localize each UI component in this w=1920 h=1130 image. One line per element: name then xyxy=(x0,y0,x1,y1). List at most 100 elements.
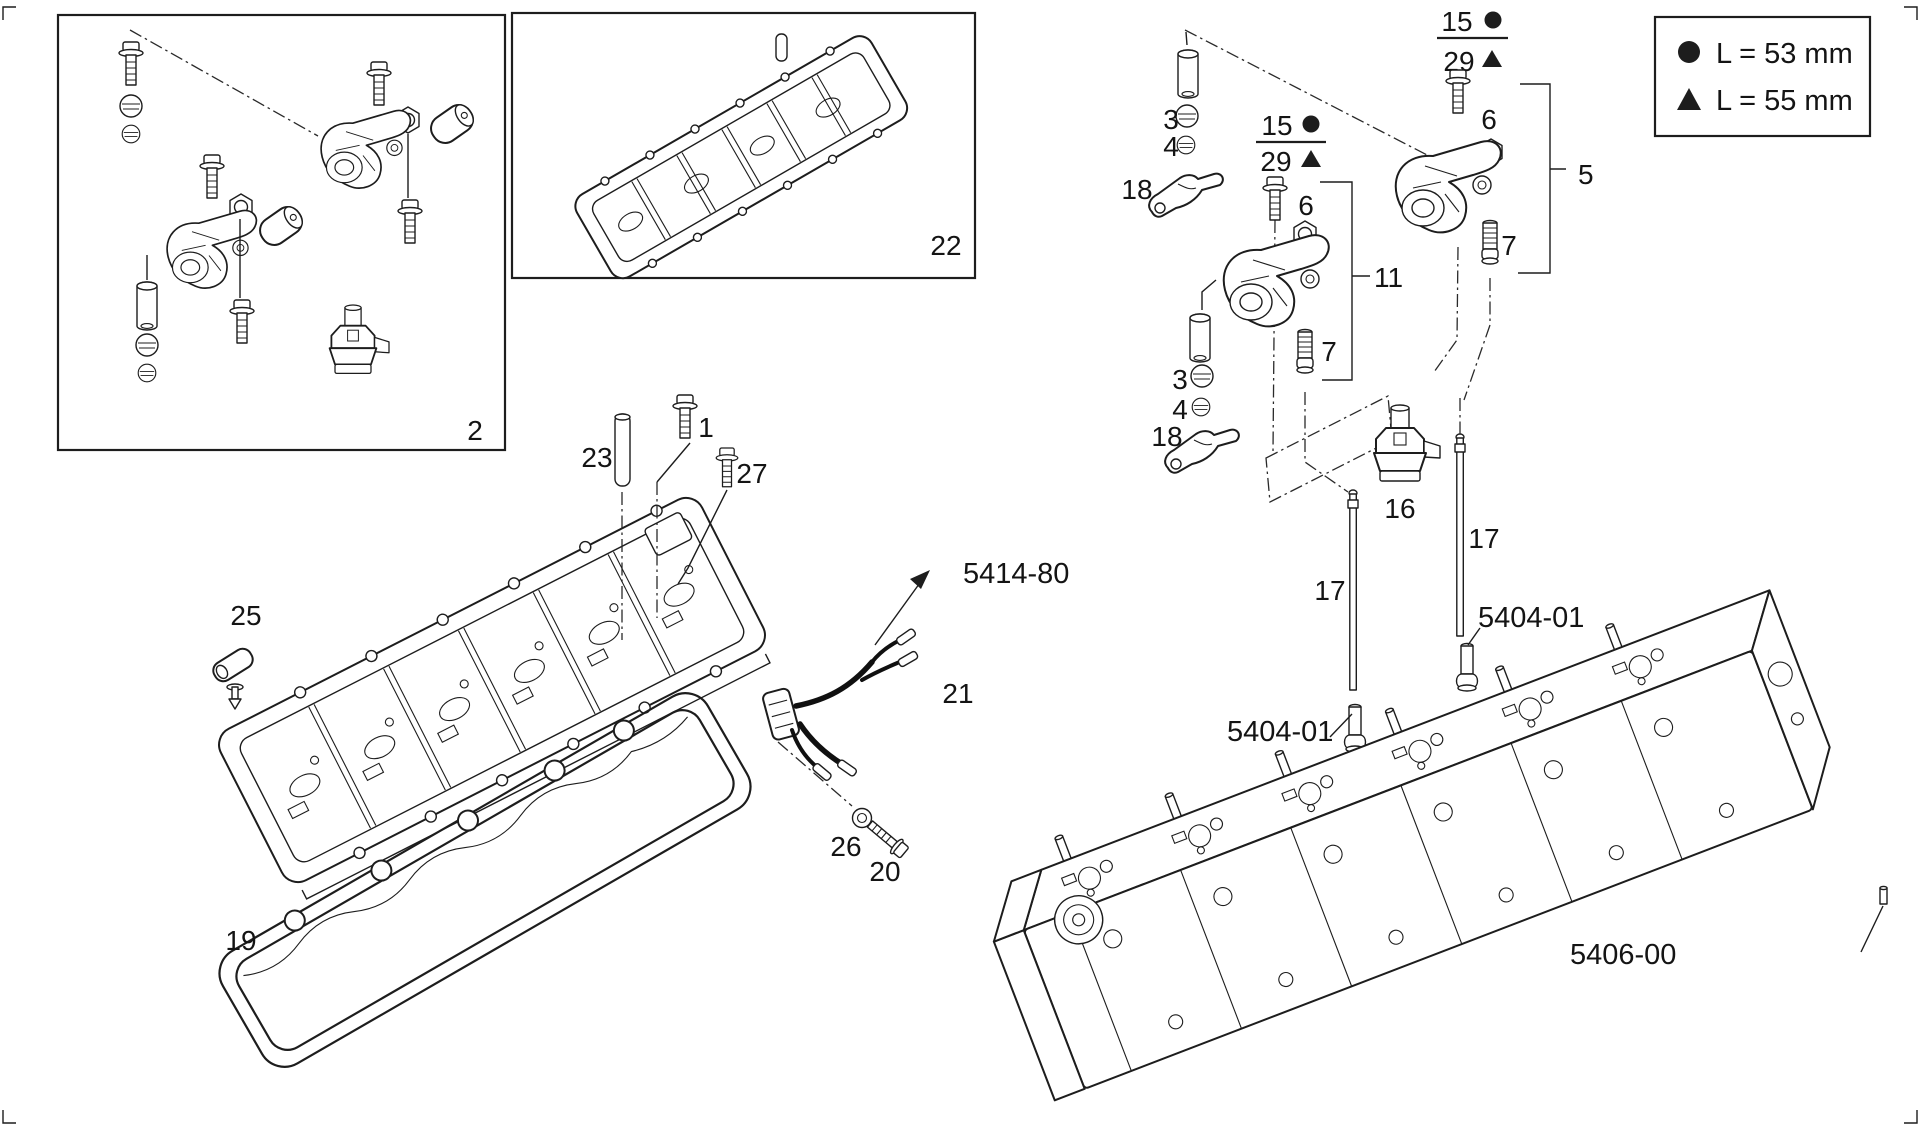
callout-4-lower: 4 xyxy=(1172,394,1188,425)
terminal-icon xyxy=(897,650,919,668)
callout-25: 25 xyxy=(230,600,261,631)
callout-18-upper: 18 xyxy=(1121,174,1152,205)
circle-symbol xyxy=(1302,115,1320,133)
ref-5414-80: 5414-80 xyxy=(963,558,1069,590)
tappet-group-upper: 3 4 18 xyxy=(1121,29,1461,218)
stud-icon xyxy=(1343,703,1367,753)
cover-fasteners: 23 1 27 xyxy=(581,394,768,640)
inset-box-2-label: 2 xyxy=(467,415,483,446)
pushrods-and-studs: 17 17 5404-01 5404-01 xyxy=(1227,398,1584,753)
callout-18-lower: 18 xyxy=(1151,421,1182,452)
callout-5: 5 xyxy=(1578,159,1594,190)
triangle-symbol xyxy=(1482,50,1502,67)
roller-icon xyxy=(253,200,309,252)
pushrod-icon xyxy=(1349,493,1358,691)
bolt-icon xyxy=(229,299,255,344)
rocker-group-mid: 15 29 6 7 11 xyxy=(1201,110,1403,493)
valve-bridge-icon xyxy=(1373,404,1441,482)
head-top-details xyxy=(1060,648,1664,897)
carrier-frame-icon xyxy=(574,35,909,280)
bolt-icon xyxy=(1262,176,1288,221)
adjusting-screw-icon xyxy=(1296,328,1314,374)
callout-4-upper: 4 xyxy=(1163,131,1179,162)
callout-7-mid: 7 xyxy=(1321,336,1337,367)
tappet-group-lower: 3 4 18 xyxy=(1151,313,1240,474)
terminal-icon xyxy=(836,759,858,777)
bracket-11 xyxy=(1320,181,1370,381)
bolt-icon xyxy=(397,199,423,244)
terminal-icon xyxy=(812,763,832,781)
circle-symbol xyxy=(1678,41,1700,63)
bracket-5 xyxy=(1518,83,1566,274)
rocker-arm-icon xyxy=(166,209,258,289)
callout-19: 19 xyxy=(225,925,256,956)
arrowhead-icon xyxy=(910,570,930,589)
callout-16: 16 xyxy=(1384,493,1415,524)
ring-icon xyxy=(1191,397,1211,417)
bolt-icon xyxy=(715,447,739,488)
terminal-icon xyxy=(895,628,917,646)
ref-5404-01-right: 5404-01 xyxy=(1478,602,1584,634)
callout-7-right: 7 xyxy=(1501,230,1517,261)
legend: L = 53 mm L = 55 mm xyxy=(1653,15,1872,138)
inset-box-22-label: 22 xyxy=(930,230,961,261)
clip-icon xyxy=(208,644,258,710)
valve-bridge-icon xyxy=(328,304,390,375)
end-stud xyxy=(1860,885,1888,953)
legend-box xyxy=(1653,15,1872,138)
ring-icon xyxy=(121,124,141,144)
corner-marks xyxy=(2,6,1918,1124)
injector-harness: 5414-80 21 26 20 xyxy=(762,558,1069,887)
fraction-right-num: 15 xyxy=(1441,6,1472,37)
legend-item-53mm: L = 53 mm xyxy=(1716,38,1853,70)
bolt-icon xyxy=(672,394,698,439)
callout-17-right: 17 xyxy=(1468,523,1499,554)
rocker-arm-icon xyxy=(320,109,412,189)
callout-3-lower: 3 xyxy=(1172,364,1188,395)
ring-icon xyxy=(135,333,159,357)
triangle-symbol xyxy=(1677,88,1701,110)
ring-icon xyxy=(119,94,143,118)
ring-icon xyxy=(1190,364,1214,388)
inset-box-carrier-frame: 22 xyxy=(510,11,977,280)
cable-clip: 25 xyxy=(208,600,262,710)
rocker-arm-icon xyxy=(1222,234,1330,328)
callout-20: 20 xyxy=(869,856,900,887)
inset-box-rocker-kit: 2 xyxy=(56,13,507,452)
ring-icon xyxy=(1175,104,1199,128)
ring-icon xyxy=(1176,135,1196,155)
head-front-details xyxy=(1069,700,1735,1072)
callout-3-upper: 3 xyxy=(1163,104,1179,135)
fraction-mid-den: 29 xyxy=(1260,146,1291,177)
callout-6-right: 6 xyxy=(1481,104,1497,135)
roller-icon xyxy=(424,98,480,150)
pin-icon xyxy=(775,33,788,62)
connector-icon xyxy=(762,687,800,741)
finger-lever-icon xyxy=(1148,172,1224,218)
rocker-arm-icon xyxy=(1394,140,1502,234)
tappet-icon xyxy=(1189,313,1211,363)
triangle-symbol xyxy=(1301,150,1321,167)
ring-icon xyxy=(137,363,157,383)
valve-bridge-group: 16 xyxy=(1265,394,1441,524)
callout-23: 23 xyxy=(581,442,612,473)
bolt-icon xyxy=(118,41,144,86)
circle-symbol xyxy=(1484,11,1502,29)
callout-26: 26 xyxy=(830,831,861,862)
bolt-icon xyxy=(1445,69,1471,114)
callout-1: 1 xyxy=(698,412,714,443)
cylinder-head: 5406-00 xyxy=(992,589,1888,1102)
washer-icon xyxy=(851,807,873,829)
callout-21: 21 xyxy=(942,678,973,709)
tappet-icon xyxy=(1177,49,1199,99)
head-studs xyxy=(1054,623,1624,864)
stud-icon xyxy=(1455,642,1479,692)
legend-item-55mm: L = 55 mm xyxy=(1716,85,1853,117)
valve-cover xyxy=(218,496,771,900)
bolt-icon xyxy=(366,61,392,106)
fraction-mid-num: 15 xyxy=(1261,110,1292,141)
pushrod-icon xyxy=(1456,437,1465,637)
tappet-icon xyxy=(136,281,158,331)
